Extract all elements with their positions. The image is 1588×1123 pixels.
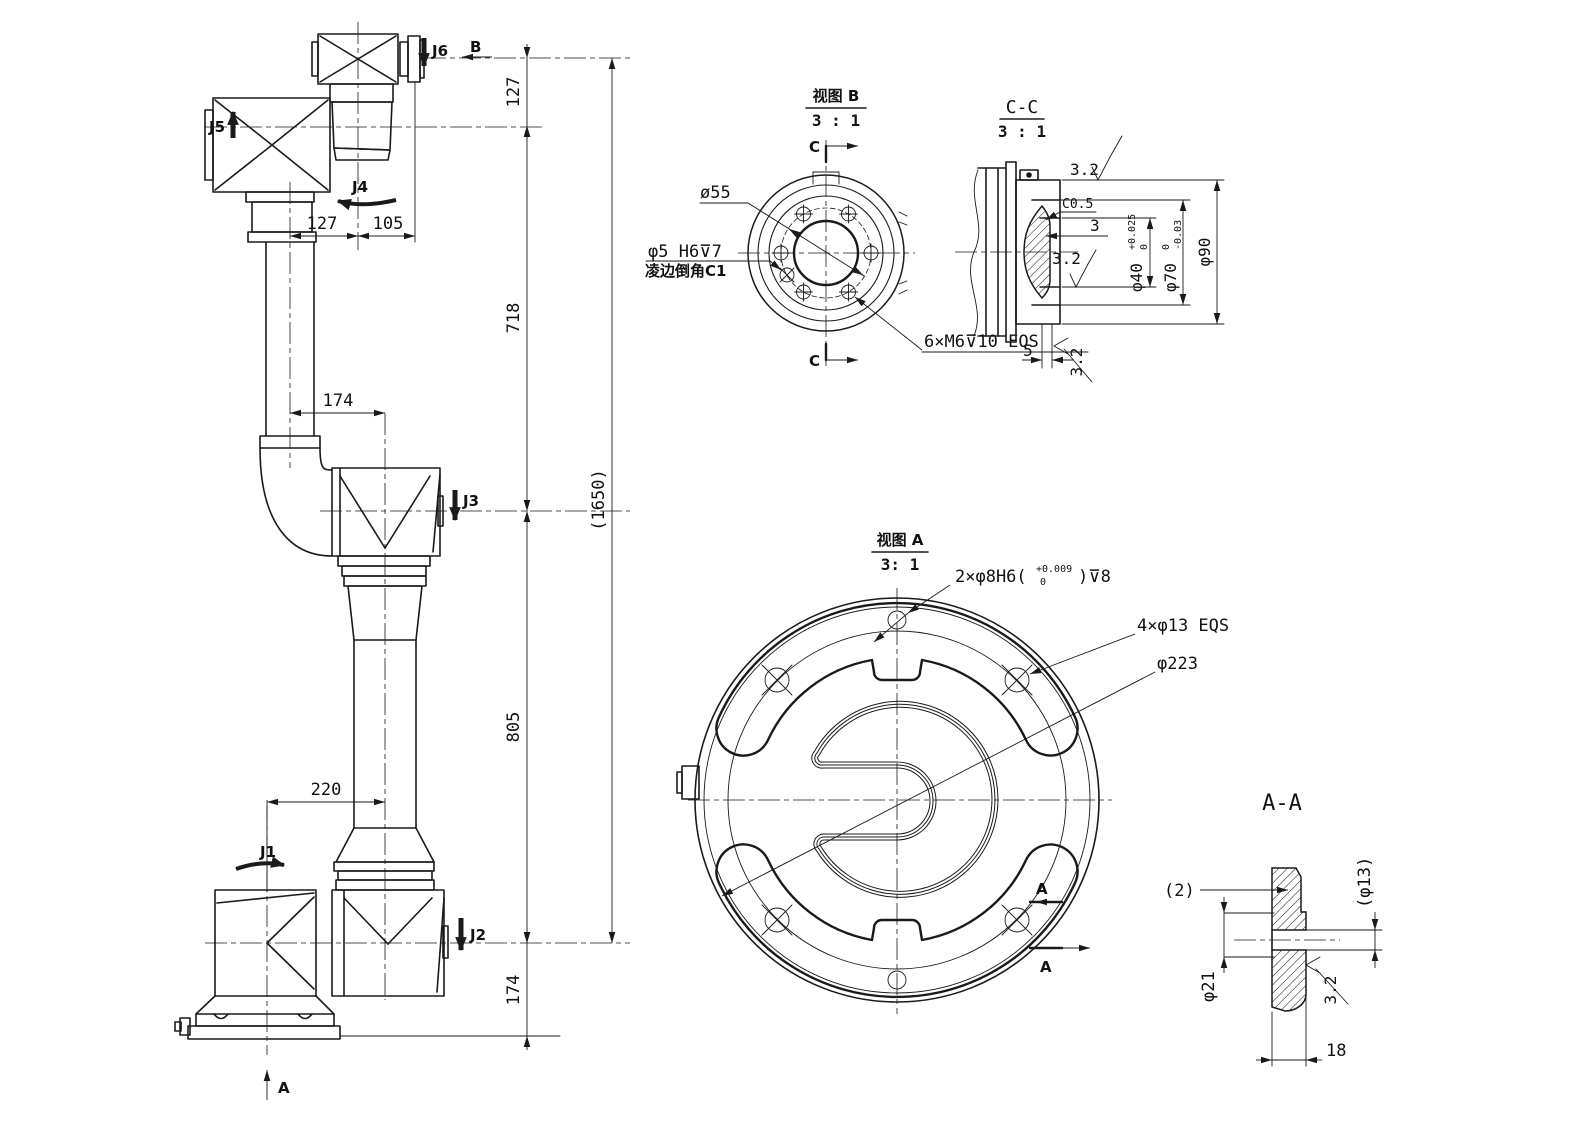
section-cc-title: C-C	[1006, 97, 1039, 118]
dim-d40-low: 0	[1139, 244, 1150, 250]
view-b-title: 视图 B	[813, 87, 860, 105]
view-a-title: 视图 A	[877, 531, 924, 549]
section-c-label-bottom: C	[809, 352, 820, 370]
aa-extension-lines	[1223, 912, 1383, 1067]
section-aa: A-A (2) φ21 (φ13)	[1164, 791, 1383, 1067]
section-c-marks: C C	[809, 138, 859, 370]
dia55-label: ø55	[700, 183, 731, 203]
section-cc: C-C 3 : 1 3.2 C0.5 3	[955, 97, 1225, 383]
dim-d70: φ70	[1161, 263, 1180, 292]
dim-127-wrist: 127	[307, 214, 338, 234]
chamfer-c05: C0.5	[1062, 197, 1093, 212]
j1-rotation-arrow	[235, 856, 286, 871]
upper-arm-link	[333, 555, 435, 891]
base-connector	[676, 765, 700, 800]
dim-174-elbow: 174	[323, 391, 354, 411]
phi8-label-prefix: 2×φ8H6(	[955, 567, 1027, 587]
cc-bottom-dims: 5 3.2	[1022, 323, 1093, 383]
dim-phi13: (φ13)	[1355, 857, 1375, 908]
dim-d70-minus: -0.03	[1173, 220, 1184, 250]
j2-label: J2	[469, 926, 486, 944]
view-a-labels: 2×φ8H6( +0.009 0 )⊽8 4×φ13 EQS φ223	[721, 564, 1229, 897]
recess-3: 3	[1090, 216, 1100, 235]
dowel-pin-hole	[779, 267, 795, 283]
view-b-labels: ø55 φ5 H6⊽7 凌边倒角C1 6×M6⊽10 EQS	[645, 183, 1089, 353]
j1-label: J1	[259, 843, 276, 861]
aa-plate	[1271, 867, 1307, 1012]
joint-annotations: J6 B J5 J4 J3 J2 J1 A	[208, 38, 492, 1100]
section-a-marks: A A	[1028, 880, 1090, 976]
j1-base	[174, 889, 341, 1040]
view-a-scale: 3: 1	[881, 555, 920, 574]
phi13-holes	[761, 664, 1033, 936]
j6-label: J6	[431, 42, 448, 60]
wrist-junction	[329, 83, 394, 161]
phi8-label-suffix: )⊽8	[1078, 567, 1111, 587]
section-cc-scale: 3 : 1	[998, 122, 1046, 141]
dim-18: 18	[1326, 1041, 1346, 1061]
roughness-mid: 3.2	[1052, 249, 1081, 268]
cc-diameter-dims: φ40 +0.025 0 φ70 0 -0.03 φ90	[1057, 179, 1225, 325]
aa-roughness: 3.2	[1321, 976, 1340, 1005]
centerlines	[205, 22, 630, 1055]
a-view-label: A	[278, 1079, 290, 1097]
robot-side-view: J6 B J5 J4 J3 J2 J1 A 127 105 174	[174, 22, 630, 1100]
qty-2-label: (2)	[1164, 881, 1195, 901]
dim-phi21: φ21	[1199, 971, 1219, 1002]
section-a-label-bottom: A	[1040, 958, 1052, 976]
dim-718: 718	[504, 303, 524, 334]
dim-d40: φ40	[1127, 263, 1146, 292]
phi223-label: φ223	[1157, 654, 1198, 674]
j5-label: J5	[208, 118, 225, 136]
j2-housing	[331, 889, 449, 997]
roughness-bottom: 3.2	[1067, 348, 1086, 377]
dim-5: 5	[1023, 341, 1033, 360]
phi8-tol-zero: 0	[1040, 577, 1046, 588]
dim-d90: φ90	[1195, 238, 1214, 267]
section-aa-title: A-A	[1262, 791, 1302, 816]
phi8-tol-plus: +0.009	[1036, 564, 1072, 575]
b-view-label: B	[470, 38, 481, 56]
view-a-baseplate: 视图 A 3: 1	[676, 531, 1229, 1014]
j3-label: J3	[462, 492, 479, 510]
section-a-label-top: A	[1036, 880, 1048, 898]
section-c-label-top: C	[809, 138, 820, 156]
roughness-top: 3.2	[1070, 160, 1099, 179]
center-groove	[811, 700, 999, 898]
phi13-label: 4×φ13 EQS	[1137, 616, 1229, 636]
dim-220: 220	[311, 780, 342, 800]
pin-chamfer-label: 凌边倒角C1	[645, 262, 726, 280]
vertical-dimensions: 127 718 805 174 (1650)	[339, 44, 616, 1050]
aa-dimensions: (2) φ21 (φ13) 3.2 18	[1164, 857, 1379, 1064]
j4-rotation-arrow	[336, 198, 397, 211]
j4-label: J4	[351, 178, 368, 196]
pin-spec-label: φ5 H6⊽7	[648, 242, 722, 262]
dim-1650-total: (1650)	[589, 469, 609, 530]
dim-805: 805	[504, 712, 524, 743]
view-b-flange: 视图 B 3 : 1 C	[645, 87, 1089, 370]
dim-127-vert: 127	[504, 77, 524, 108]
dim-d40-plus: +0.025	[1127, 214, 1138, 250]
dim-d70-up: 0	[1161, 244, 1172, 250]
dim-105: 105	[373, 214, 404, 234]
cc-annotations: 3.2 C0.5 3 3.2	[1045, 135, 1123, 289]
kidney-slots	[715, 601, 1079, 999]
dim-174-vert: 174	[504, 975, 524, 1006]
view-b-scale: 3 : 1	[812, 111, 860, 130]
horizontal-dimensions: 127 105 174 220	[266, 81, 416, 893]
m6-screws-label: 6×M6⊽10 EQS	[924, 332, 1039, 352]
